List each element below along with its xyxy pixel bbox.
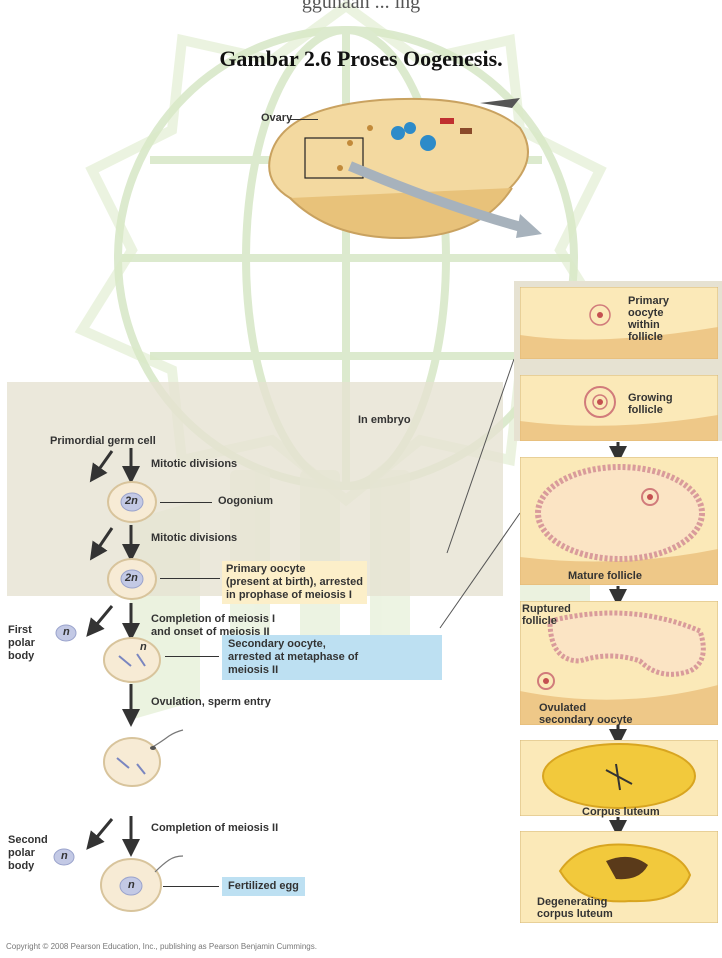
panel-ruptured-follicle-label: Ruptured follicle [522,603,571,627]
secondary-oocyte-cell [101,636,163,684]
fertilized-egg-pointer [163,886,219,887]
secondary-oocyte-label: Secondary oocyte, arrested at metaphase … [222,635,442,680]
panel-corpus-luteum [520,740,718,816]
mitotic-divisions-label-2: Mitotic divisions [151,532,237,545]
fertilized-egg-cell [97,850,197,920]
copyright-notice: Copyright © 2008 Pearson Education, Inc.… [6,942,317,951]
oogonium-ploidy: 2n [125,495,138,507]
panel-growing-follicle-label: Growing follicle [628,392,673,416]
panel-growing-follicle [520,375,718,441]
mitotic-divisions-label-1: Mitotic divisions [151,458,237,471]
panel-primary-oocyte [520,287,718,359]
oogonium-label: Oogonium [218,495,273,508]
panel-mature-follicle-label: Mature follicle [568,570,642,582]
panel-ovulated-oocyte-label: Ovulated secondary oocyte [539,702,633,726]
second-polar-ploidy: n [61,850,68,862]
fertilized-egg-ploidy: n [128,879,135,891]
primary-oocyte-label: Primary oocyte (present at birth), arres… [222,561,367,604]
panel-corpus-luteum-label: Corpus luteum [582,806,660,818]
panel-degenerating-label: Degenerating corpus luteum [537,896,613,920]
primary-oocyte-pointer [160,578,220,579]
oogonium-pointer [160,502,212,503]
ovulation-label: Ovulation, sperm entry [151,696,271,709]
primordial-germ-cell-label: Primordial germ cell [50,435,156,448]
second-polar-body-label: Second polar body [8,834,48,873]
first-polar-ploidy: n [63,626,70,638]
panel-primary-oocyte-label: Primary oocyte within follicle [628,295,669,343]
first-polar-body-label: First polar body [8,624,35,663]
meiosis-2-label: Completion of meiosis II [151,822,278,835]
fertilized-egg-label: Fertilized egg [222,877,305,896]
panel-mature-follicle [520,457,718,585]
sperm-entry-cell [101,722,201,792]
secondary-oocyte-pointer [165,656,219,657]
primary-oocyte-ploidy: 2n [125,572,138,584]
secondary-oocyte-ploidy: n [140,641,147,653]
